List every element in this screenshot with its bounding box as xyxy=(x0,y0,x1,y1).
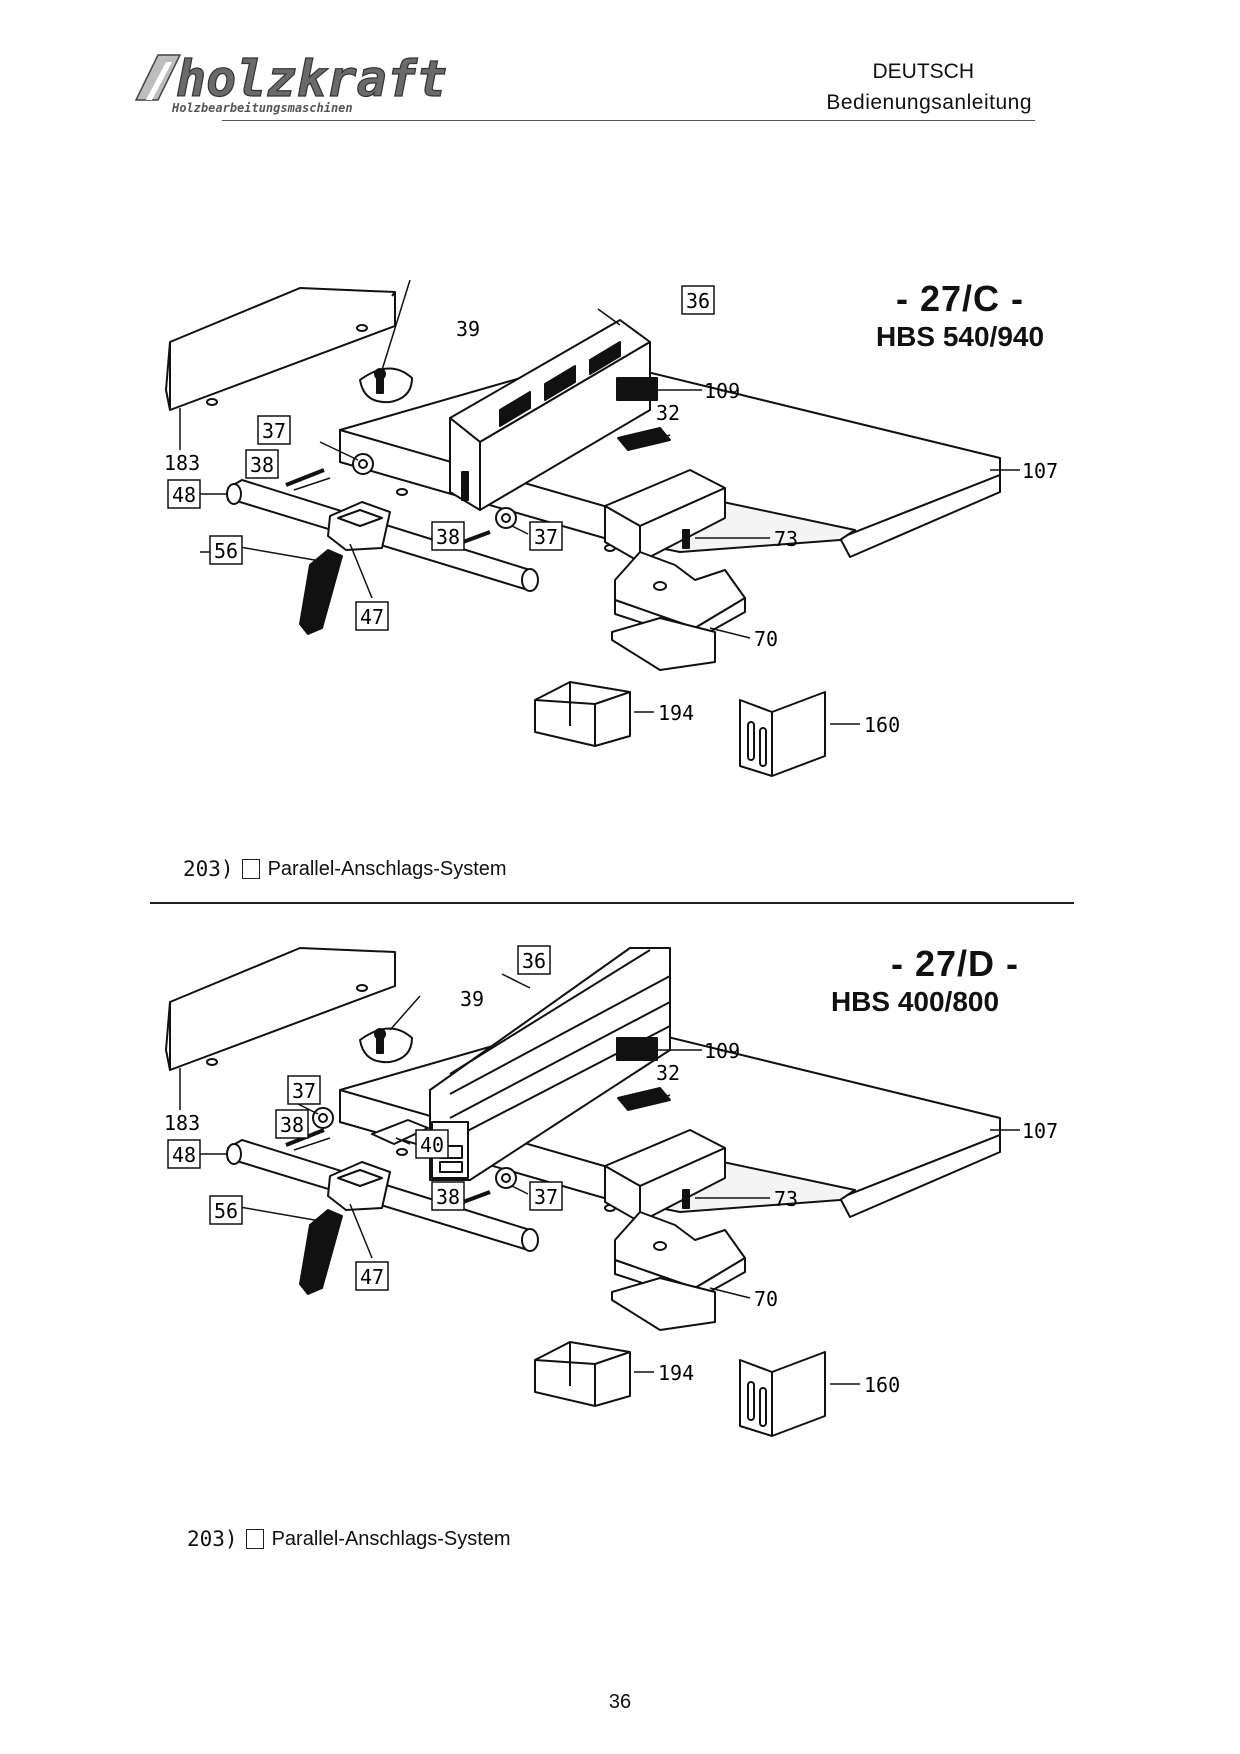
part-48-rail xyxy=(226,1139,539,1295)
part-109-brush xyxy=(616,1037,658,1061)
label-part-32: 32 xyxy=(656,1061,680,1085)
label-part-36: 36 xyxy=(522,949,546,973)
label-part-56: 56 xyxy=(214,1199,238,1223)
caption-text: Parallel-Anschlags-System xyxy=(267,857,507,880)
part-32-plate xyxy=(617,1087,671,1111)
label-part-107: 107 xyxy=(1022,1119,1058,1143)
exploded-diagram-27d: 36 37 38 40 48 38 37 56 47 39 109 32 107… xyxy=(164,945,1058,1437)
part-48-rail xyxy=(226,479,539,635)
part-carriage xyxy=(604,469,726,563)
label-part-73: 73 xyxy=(774,527,798,551)
label-part-109: 109 xyxy=(704,1039,740,1063)
header-divider xyxy=(222,120,1035,121)
label-part-32: 32 xyxy=(656,401,680,425)
label-part-183: 183 xyxy=(164,1111,200,1135)
figure-code: - 27/D - xyxy=(890,943,1020,984)
label-part-37: 37 xyxy=(292,1079,316,1103)
figure-model: HBS 540/940 xyxy=(875,321,1045,352)
label-part-160: 160 xyxy=(864,713,900,737)
label-part-39: 39 xyxy=(460,987,484,1011)
figure-caption: 203) Parallel-Anschlags-System xyxy=(187,1527,511,1551)
part-36-fence xyxy=(449,319,651,511)
holzkraft-logo: holzkraft Holzbearbeitungsmaschinen xyxy=(134,50,448,115)
figure-code: - 27/C - xyxy=(895,278,1025,319)
exploded-diagram-27c: 36 37 38 48 38 37 56 47 39 109 32 107 18… xyxy=(164,280,1058,777)
caption-number: 203) xyxy=(183,857,234,881)
part-70-bracket xyxy=(611,1211,746,1331)
checkbox-square xyxy=(245,1529,264,1549)
header-language: DEUTSCH xyxy=(872,60,974,83)
part-160-plate xyxy=(739,691,826,777)
label-part-73: 73 xyxy=(774,1187,798,1211)
label-part-47: 47 xyxy=(360,605,384,629)
label-part-37: 37 xyxy=(534,525,558,549)
label-part-47: 47 xyxy=(360,1265,384,1289)
label-part-37: 37 xyxy=(534,1185,558,1209)
section-divider xyxy=(150,902,1074,904)
caption-number: 203) xyxy=(187,1527,238,1551)
part-160-plate xyxy=(739,1351,826,1437)
part-39-screws xyxy=(359,1027,413,1064)
part-40-plate xyxy=(371,1119,429,1145)
logo-tagline: Holzbearbeitungsmaschinen xyxy=(171,101,353,115)
part-39-screws xyxy=(359,367,413,404)
part-73-pin xyxy=(682,529,690,549)
label-part-194: 194 xyxy=(658,701,694,725)
label-part-37: 37 xyxy=(262,419,286,443)
label-part-36: 36 xyxy=(686,289,710,313)
label-part-183: 183 xyxy=(164,451,200,475)
label-part-109: 109 xyxy=(704,379,740,403)
caption-text: Parallel-Anschlags-System xyxy=(271,1527,511,1550)
header-document-type: Bedienungsanleitung xyxy=(826,91,1032,114)
part-194-box xyxy=(534,1341,631,1407)
label-part-38: 38 xyxy=(436,525,460,549)
part-73-pin xyxy=(682,1189,690,1209)
label-part-48: 48 xyxy=(172,1143,196,1167)
label-part-194: 194 xyxy=(658,1361,694,1385)
part-194-box xyxy=(534,681,631,747)
label-part-56: 56 xyxy=(214,539,238,563)
part-38-bolt xyxy=(285,468,325,487)
part-183-extension-table xyxy=(165,287,396,411)
part-109-brush xyxy=(616,377,658,401)
checkbox-square xyxy=(241,859,260,879)
label-part-40: 40 xyxy=(420,1133,444,1157)
part-36-fence-profile xyxy=(429,947,671,1181)
label-part-48: 48 xyxy=(172,483,196,507)
label-part-38: 38 xyxy=(436,1185,460,1209)
label-part-160: 160 xyxy=(864,1373,900,1397)
figure-caption: 203) Parallel-Anschlags-System xyxy=(183,857,507,881)
figure-model: HBS 400/800 xyxy=(830,986,1000,1017)
part-183-extension-table xyxy=(165,947,396,1071)
label-part-38: 38 xyxy=(250,453,274,477)
page-number: 36 xyxy=(608,1691,632,1713)
label-part-39: 39 xyxy=(456,317,480,341)
label-part-70: 70 xyxy=(754,627,778,651)
part-carriage xyxy=(604,1129,726,1223)
part-70-bracket xyxy=(611,551,746,671)
logo-wordmark: holzkraft xyxy=(176,50,447,108)
part-32-plate xyxy=(617,427,671,451)
label-part-70: 70 xyxy=(754,1287,778,1311)
label-part-107: 107 xyxy=(1022,459,1058,483)
label-part-38: 38 xyxy=(280,1113,304,1137)
